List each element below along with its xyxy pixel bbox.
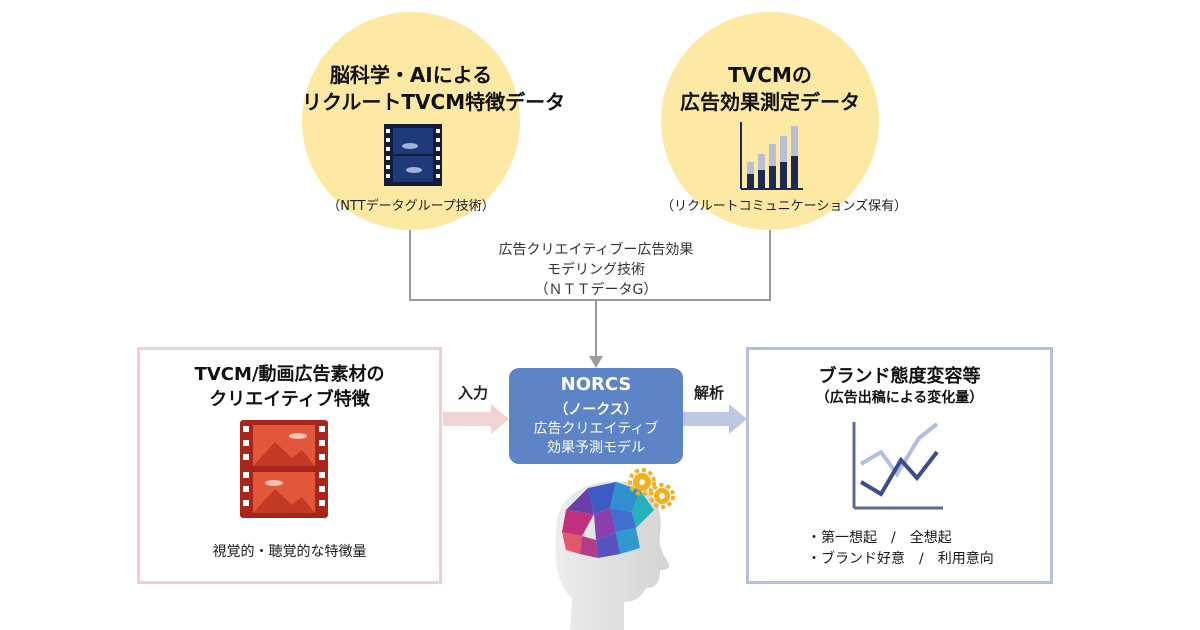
film-strip-icon <box>384 124 442 186</box>
brand-attitude-title: ブランド態度変容等 <box>818 366 981 387</box>
ad-effect-data-note: （リクルートコミュニケーションズ保有） <box>661 199 908 214</box>
brain-ai-data-title: 脳科学・AIによる リクルートTVCM特徴データ <box>302 63 566 114</box>
bar-chart-icon <box>739 122 803 190</box>
model-title: NORCS <box>560 374 632 395</box>
output-arrow-label: 解析 <box>694 384 725 402</box>
brand-attitude-subtitle: （広告出稿による変化量） <box>815 390 984 406</box>
output-arrow <box>683 404 747 434</box>
model-desc: 広告クリエイティブ 効果予測モデル <box>533 421 659 456</box>
ad-effect-data-circle: TVCMの 広告効果測定データ （リクルートコミュニケーションズ保有） <box>661 12 908 230</box>
creative-features-caption: 視覚的・聴覚的な特徴量 <box>212 544 367 560</box>
creative-features-box: TVCM/動画広告素材の クリエイティブ特徴 視覚的・聴覚的な特徴量 <box>137 347 442 584</box>
creative-features-title: TVCM/動画広告素材の クリエイティブ特徴 <box>194 364 385 410</box>
input-arrow <box>443 404 509 434</box>
input-arrow-label: 入力 <box>458 384 489 402</box>
brand-attitude-box: ブランド態度変容等 （広告出稿による変化量） ・第一想起 / 全想起 ・ブランド… <box>746 347 1053 584</box>
norcs-model-box: NORCS （ノークス） 広告クリエイティブ 効果予測モデル <box>509 368 683 464</box>
human-head-brain-icon <box>536 470 686 630</box>
brain-ai-data-circle: 脳科学・AIによる リクルートTVCM特徴データ （NTTデータグループ技術） <box>302 12 566 230</box>
modeling-tech-caption: 広告クリエイティブー広告効果 モデリング技術 （ＮＴＴデータG） <box>498 242 694 298</box>
brain-ai-data-note: （NTTデータグループ技術） <box>327 199 495 214</box>
model-reading: （ノークス） <box>554 402 638 418</box>
brand-attitude-bullets: ・第一想起 / 全想起 ・ブランド好意 / 利用意向 <box>807 530 994 567</box>
ad-effect-data-title: TVCMの 広告効果測定データ <box>680 63 860 114</box>
red-film-strip-icon <box>240 420 328 518</box>
line-chart-icon <box>851 422 943 510</box>
gears-icon <box>628 468 678 512</box>
